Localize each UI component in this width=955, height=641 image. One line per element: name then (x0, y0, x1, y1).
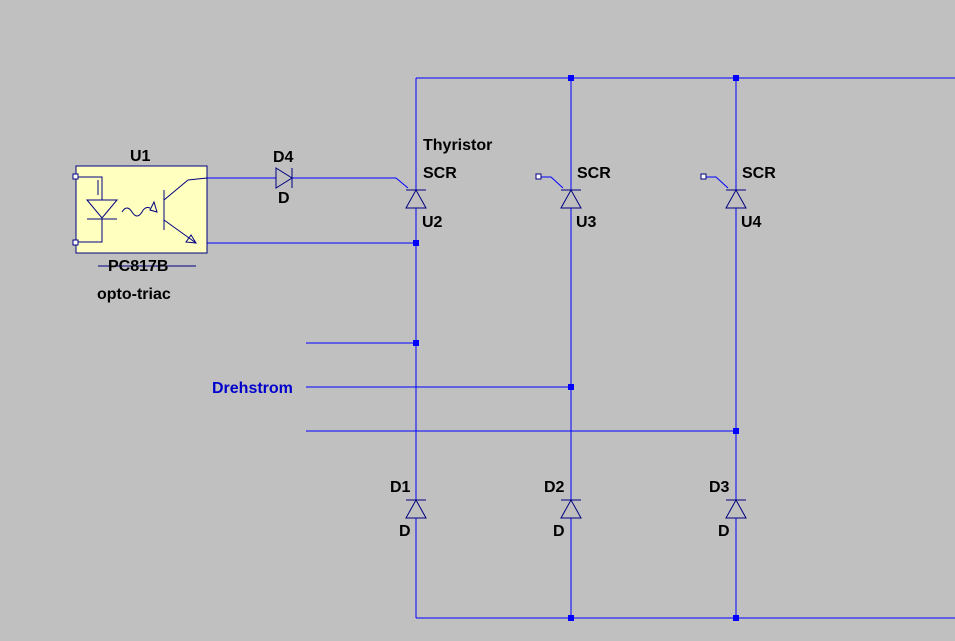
drehstrom-net-label: Drehstrom (212, 380, 293, 397)
diode-d4-icon[interactable] (275, 167, 293, 189)
labels: U1 PC817B opto-triac D4 D Thyristor SCR … (97, 137, 776, 540)
junctions (413, 75, 739, 621)
diode-d1-icon[interactable] (405, 498, 427, 519)
junction-dot (413, 340, 419, 346)
scr-u3-icon[interactable] (560, 188, 582, 209)
phototransistor-icon (163, 177, 208, 244)
u3-gate-pin[interactable] (535, 173, 542, 180)
scr-u2-icon[interactable] (405, 188, 427, 209)
u3-ref-label: U3 (576, 214, 597, 231)
d4-value-label: D (278, 190, 290, 207)
junction-dot (733, 615, 739, 621)
u2-gate-wire[interactable] (292, 177, 409, 189)
opto-comment-label: opto-triac (97, 286, 171, 303)
u2-ref-label: U2 (422, 214, 443, 231)
d4-ref-label: D4 (273, 149, 294, 166)
u3-gate-wire[interactable] (541, 176, 564, 189)
diode-d3-icon[interactable] (725, 498, 747, 519)
u3-value-label: SCR (577, 165, 611, 182)
junction-dot (733, 428, 739, 434)
d1-ref-label: D1 (390, 479, 411, 496)
u4-value-label: SCR (742, 165, 776, 182)
u2-comment-label: Thyristor (423, 137, 492, 154)
junction-dot (733, 75, 739, 81)
d2-value-label: D (553, 523, 565, 540)
junction-dot (568, 75, 574, 81)
opto-pin-anode[interactable] (72, 173, 79, 180)
d2-ref-label: D2 (544, 479, 565, 496)
wires (207, 77, 955, 619)
d1-value-label: D (399, 523, 411, 540)
light-arrow-icon (121, 207, 151, 217)
opto-value-label: PC817B (108, 258, 168, 275)
diode-d2-icon[interactable] (560, 498, 582, 519)
d3-ref-label: D3 (709, 479, 730, 496)
light-arrowhead-icon (149, 200, 158, 213)
scr-u4-icon[interactable] (725, 188, 747, 209)
junction-dot (568, 384, 574, 390)
u4-ref-label: U4 (741, 214, 762, 231)
u2-value-label: SCR (423, 165, 457, 182)
opto-ref-label: U1 (130, 148, 151, 165)
u4-gate-wire[interactable] (706, 176, 729, 189)
optocoupler-u1[interactable] (72, 165, 208, 267)
opto-led-icon (78, 176, 119, 243)
u4-gate-pin[interactable] (700, 173, 707, 180)
opto-pin-cathode[interactable] (72, 239, 79, 246)
d3-value-label: D (718, 523, 730, 540)
junction-dot (413, 240, 419, 246)
junction-dot (568, 615, 574, 621)
